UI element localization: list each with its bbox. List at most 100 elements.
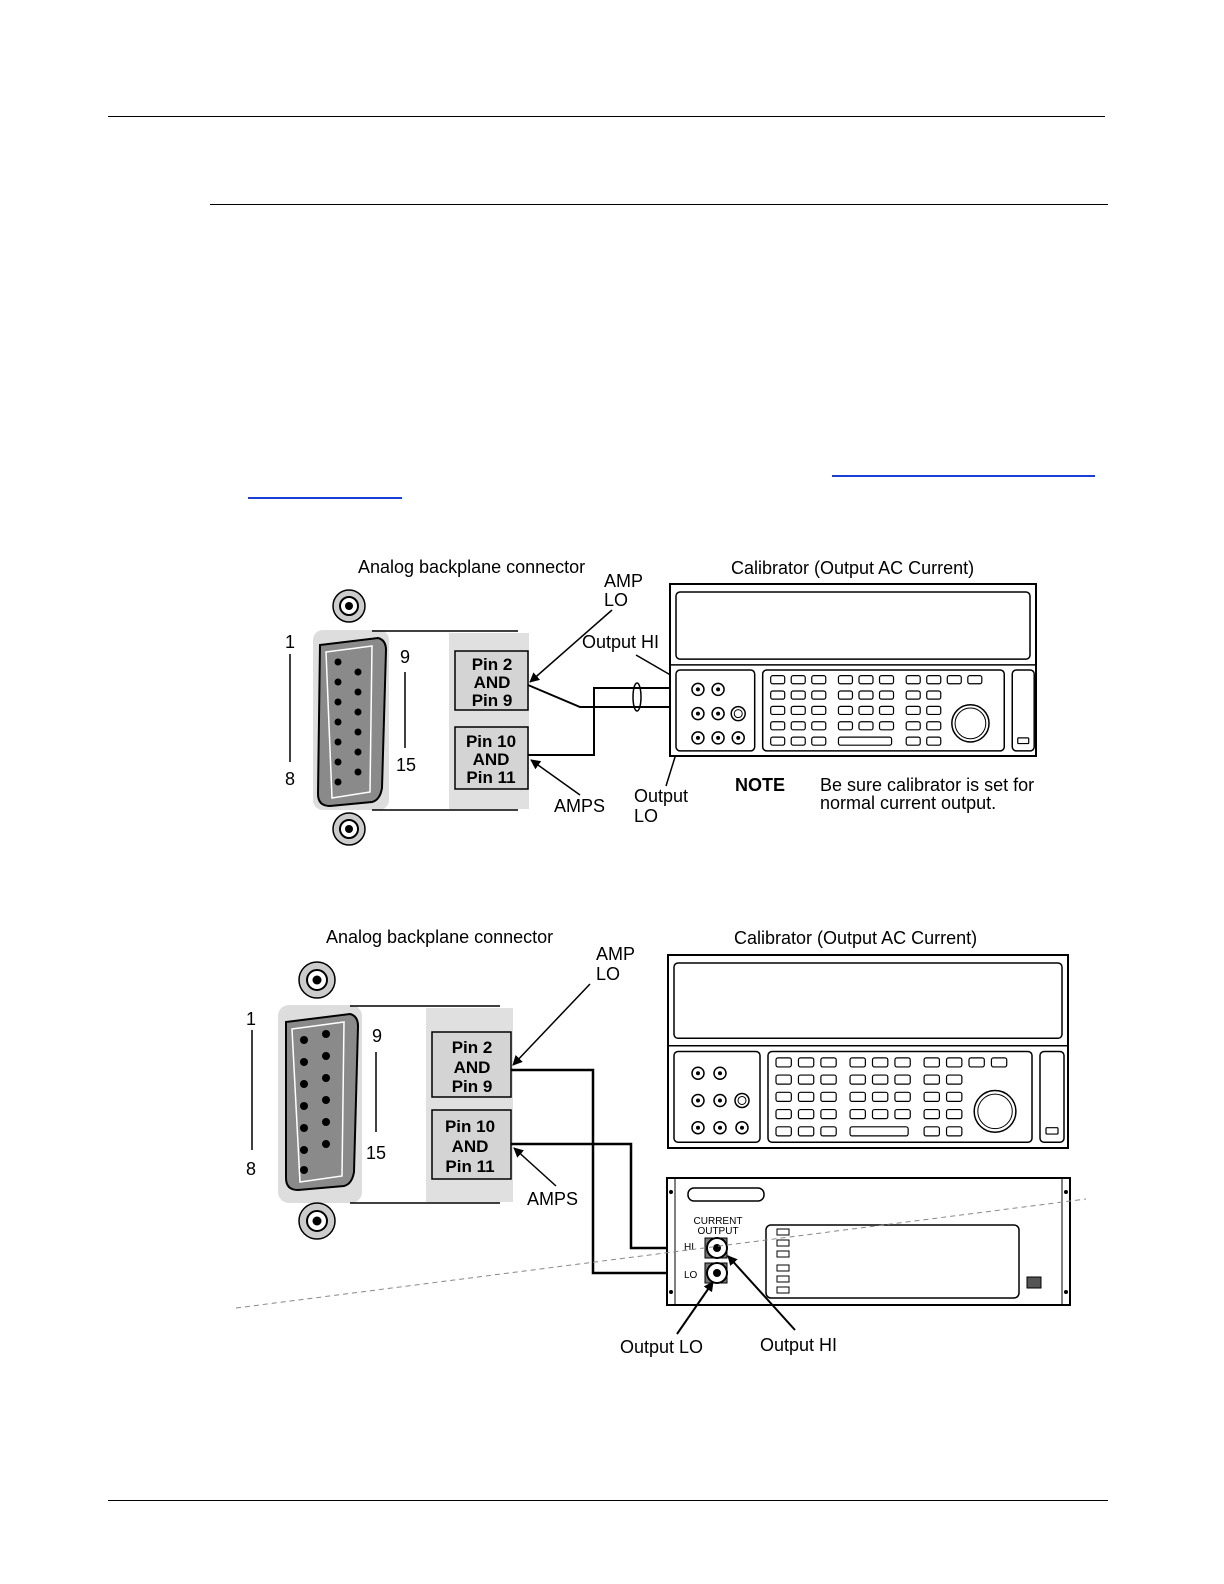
- keypad-key[interactable]: [770, 675, 786, 685]
- keypad-key[interactable]: [820, 1108, 837, 1120]
- keypad-key[interactable]: [905, 690, 921, 700]
- keypad-key[interactable]: [775, 1074, 792, 1085]
- keypad-key[interactable]: [905, 736, 921, 746]
- keypad-key[interactable]: [858, 721, 874, 731]
- keypad-key[interactable]: [811, 736, 827, 746]
- keypad-key[interactable]: [858, 690, 874, 700]
- keypad-key[interactable]: [894, 1108, 911, 1120]
- keypad-key[interactable]: [790, 721, 806, 731]
- keypad-key[interactable]: [878, 690, 895, 700]
- display-panel: [765, 1224, 1020, 1299]
- keypad-key[interactable]: [820, 1091, 837, 1102]
- keypad-key[interactable]: [905, 705, 921, 716]
- keypad-key[interactable]: [775, 1091, 792, 1102]
- keypad-key[interactable]: [905, 675, 921, 685]
- keypad-key[interactable]: [837, 721, 854, 731]
- lo-terminal-label: LO: [684, 1270, 698, 1281]
- keypad-key[interactable]: [790, 675, 806, 685]
- keypad-key[interactable]: [820, 1126, 837, 1137]
- keypad-key[interactable]: [770, 721, 786, 731]
- keypad-key[interactable]: [926, 736, 942, 746]
- keypad-key[interactable]: [820, 1057, 837, 1068]
- power-panel: [1011, 669, 1035, 752]
- keypad-key[interactable]: [775, 1057, 792, 1068]
- power-button[interactable]: [1017, 737, 1030, 745]
- svg-text:Pin 9: Pin 9: [472, 691, 513, 710]
- keypad-key[interactable]: [926, 705, 942, 716]
- keypad-key[interactable]: [923, 1057, 941, 1068]
- keypad-key[interactable]: [926, 675, 942, 685]
- keypad-key[interactable]: [968, 1057, 985, 1068]
- keypad-key[interactable]: [894, 1091, 911, 1102]
- keypad-key[interactable]: [770, 690, 786, 700]
- keypad-key[interactable]: [797, 1074, 815, 1085]
- keypad-key[interactable]: [926, 690, 942, 700]
- keypad-key[interactable]: [858, 675, 874, 685]
- keypad-key[interactable]: [775, 1126, 792, 1137]
- keypad-key[interactable]: [849, 1091, 866, 1102]
- keypad-key[interactable]: [790, 705, 806, 716]
- keypad-key[interactable]: [894, 1057, 911, 1068]
- keypad-key[interactable]: [923, 1074, 941, 1085]
- keypad-key[interactable]: [945, 1057, 963, 1068]
- keypad-key[interactable]: [775, 1108, 792, 1120]
- connector-title: Analog backplane connector: [326, 927, 553, 947]
- keypad-key[interactable]: [894, 1074, 911, 1085]
- keypad-key[interactable]: [811, 675, 827, 685]
- keypad-key[interactable]: [990, 1057, 1008, 1068]
- keypad-key[interactable]: [837, 675, 854, 685]
- keypad-key[interactable]: [945, 1074, 963, 1085]
- keypad-key[interactable]: [770, 705, 786, 716]
- hyperlink-underline[interactable]: [832, 475, 1095, 477]
- db15-connector: [313, 589, 389, 846]
- keypad-key[interactable]: [923, 1126, 941, 1137]
- keypad-key[interactable]: [837, 705, 854, 716]
- keypad-key[interactable]: [811, 690, 827, 700]
- keypad-key[interactable]: [770, 736, 786, 746]
- footer-rule: [108, 1500, 1108, 1501]
- keypad-key[interactable]: [905, 721, 921, 731]
- keypad-key[interactable]: [790, 690, 806, 700]
- power-button[interactable]: [1045, 1127, 1059, 1135]
- keypad-key[interactable]: [926, 721, 942, 731]
- keypad-key[interactable]: [858, 705, 874, 716]
- keypad-key[interactable]: [837, 690, 854, 700]
- keypad-key[interactable]: [871, 1057, 889, 1068]
- keypad-key[interactable]: [849, 1057, 866, 1068]
- keypad-key[interactable]: [849, 1074, 866, 1085]
- note-text-line1: Be sure calibrator is set for: [820, 775, 1034, 795]
- keypad-key[interactable]: [820, 1074, 837, 1085]
- keypad-key[interactable]: [797, 1091, 815, 1102]
- pin-box-bottom: [454, 726, 529, 790]
- keypad-key[interactable]: [811, 721, 827, 731]
- keypad-key[interactable]: [878, 675, 895, 685]
- keypad-key[interactable]: [878, 705, 895, 716]
- keypad-key[interactable]: [923, 1091, 941, 1102]
- keypad-key[interactable]: [923, 1108, 941, 1120]
- keypad-wide-key[interactable]: [849, 1126, 909, 1137]
- keypad-wide-key[interactable]: [837, 736, 893, 746]
- keypad-key[interactable]: [967, 675, 983, 685]
- svg-text:AND: AND: [473, 750, 510, 769]
- hyperlink-underline-continued[interactable]: [248, 497, 402, 499]
- pin-label-15: 15: [366, 1143, 386, 1163]
- power-switch[interactable]: [1026, 1276, 1042, 1289]
- keypad-key[interactable]: [797, 1057, 815, 1068]
- note-text-line2: normal current output.: [820, 793, 996, 813]
- keypad-key[interactable]: [878, 721, 895, 731]
- keypad-key[interactable]: [945, 1108, 963, 1120]
- keypad-key[interactable]: [946, 675, 962, 685]
- keypad-key[interactable]: [945, 1126, 963, 1137]
- keypad-key[interactable]: [811, 705, 827, 716]
- keypad-key[interactable]: [871, 1074, 889, 1085]
- keypad-key[interactable]: [797, 1108, 815, 1120]
- keypad-key[interactable]: [797, 1126, 815, 1137]
- keypad-key[interactable]: [945, 1091, 963, 1102]
- keypad-key[interactable]: [871, 1108, 889, 1120]
- section-rule: [210, 204, 1108, 205]
- keypad-key[interactable]: [871, 1091, 889, 1102]
- keypad-key[interactable]: [849, 1108, 866, 1120]
- svg-text:Pin 2: Pin 2: [452, 1038, 493, 1057]
- keypad-key[interactable]: [790, 736, 806, 746]
